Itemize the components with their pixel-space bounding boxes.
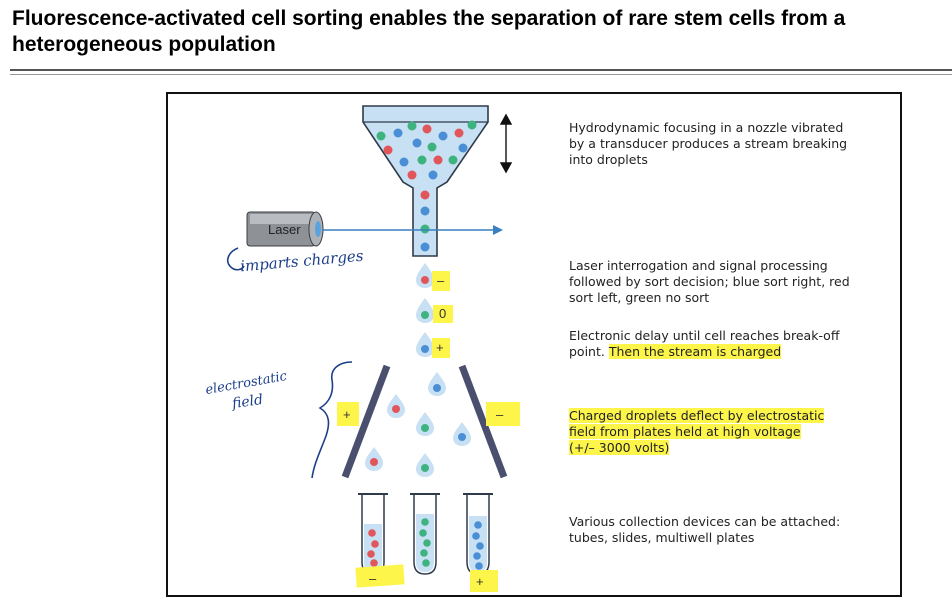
highlight-mark bbox=[486, 402, 520, 426]
handwritten-arrow-stroke bbox=[226, 247, 245, 271]
cell-blue bbox=[399, 157, 409, 167]
droplet-cell-green bbox=[421, 311, 429, 319]
slide-title-line1: Fluorescence-activated cell sorting enab… bbox=[12, 7, 846, 30]
collection-tube-left bbox=[358, 493, 388, 575]
droplets-stream bbox=[416, 263, 434, 357]
title-rule-thin bbox=[10, 74, 952, 75]
laser-label: Laser bbox=[268, 222, 301, 237]
step-deflection: Charged droplets deflect by electrostati… bbox=[569, 408, 829, 456]
tube-right-sign: + bbox=[476, 574, 484, 589]
collection-tube-center bbox=[410, 493, 440, 575]
cell-green bbox=[420, 224, 430, 234]
cell-blue bbox=[412, 138, 422, 148]
droplet-cell-red bbox=[370, 458, 378, 466]
cell-red bbox=[383, 145, 393, 155]
cell-red bbox=[422, 124, 432, 134]
cell-green bbox=[407, 121, 417, 131]
step-interrogation: Laser interrogation and signal processin… bbox=[569, 258, 850, 305]
droplet-cell-blue bbox=[421, 345, 429, 353]
plate-right-sign: – bbox=[496, 407, 504, 422]
nozzle-funnel bbox=[362, 105, 489, 257]
droplet-cell-green bbox=[421, 424, 429, 432]
cell-green bbox=[467, 120, 477, 130]
cell-green bbox=[448, 155, 458, 165]
handwritten-brace bbox=[311, 361, 353, 479]
vibration-arrow bbox=[499, 113, 513, 174]
highlight-mark bbox=[433, 305, 453, 323]
step-delay-text: Electronic delay until cell reaches brea… bbox=[569, 328, 840, 359]
tube-left-sign: – bbox=[369, 571, 377, 586]
deflection-plate-left bbox=[341, 364, 391, 479]
droplet-charge-zero: 0 bbox=[439, 306, 446, 321]
droplet-cell-blue bbox=[458, 433, 466, 441]
cell-blue bbox=[393, 128, 403, 138]
cell-blue bbox=[458, 143, 468, 153]
cell-blue bbox=[420, 242, 430, 252]
step-deflection-highlight: Charged droplets deflect by electrostati… bbox=[569, 408, 825, 455]
cell-green bbox=[417, 155, 427, 165]
cell-green bbox=[427, 142, 437, 152]
slide-title: Fluorescence-activated cell sorting enab… bbox=[12, 6, 952, 58]
laser-beam bbox=[322, 225, 503, 235]
deflected-droplets bbox=[365, 372, 471, 477]
plate-left-sign: + bbox=[343, 407, 351, 422]
title-rule bbox=[10, 69, 952, 71]
droplet-charge-minus: – bbox=[437, 273, 445, 288]
cell-red bbox=[433, 155, 443, 165]
highlight-mark bbox=[432, 338, 450, 358]
collection-tube-right bbox=[463, 493, 493, 575]
step-collection: Various collection devices can be attach… bbox=[569, 514, 841, 545]
highlight-mark bbox=[337, 402, 359, 426]
funnel-cells bbox=[376, 120, 477, 252]
deflection-plate-right bbox=[458, 364, 508, 479]
step-focusing: Hydrodynamic focusing in a nozzle vibrat… bbox=[569, 120, 848, 167]
highlight-mark bbox=[432, 271, 450, 291]
highlight-mark bbox=[470, 570, 498, 592]
droplet-charge-plus: + bbox=[436, 340, 444, 355]
laser-device: Laser bbox=[246, 211, 324, 247]
droplet-cell-red bbox=[421, 276, 429, 284]
droplet-cell-green bbox=[421, 464, 429, 472]
cell-blue bbox=[420, 206, 430, 216]
highlight-mark bbox=[355, 564, 405, 588]
cell-blue bbox=[428, 170, 438, 180]
droplet-cell-red bbox=[392, 405, 400, 413]
cell-green bbox=[376, 131, 386, 141]
step-delay: Electronic delay until cell reaches brea… bbox=[569, 328, 859, 360]
cell-red bbox=[454, 128, 464, 138]
step-delay-highlight: Then the stream is charged bbox=[608, 344, 782, 359]
cell-blue bbox=[438, 131, 448, 141]
droplet-cell-blue bbox=[433, 384, 441, 392]
slide-title-line2: heterogeneous population bbox=[12, 33, 276, 56]
cell-red bbox=[420, 190, 430, 200]
cell-red bbox=[407, 170, 417, 180]
